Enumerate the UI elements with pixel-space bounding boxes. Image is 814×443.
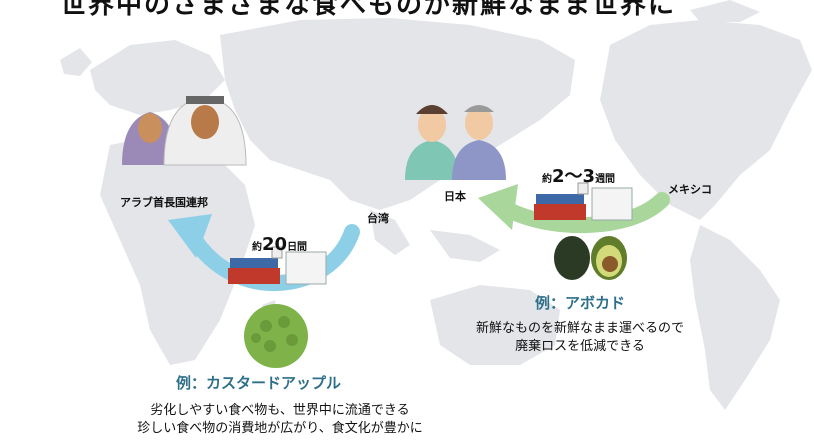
duration-route1-unit: 日間 xyxy=(287,242,308,253)
custard-apple-icon xyxy=(244,304,308,368)
avocado-note-line1: 新鮮なものを新鮮なまま運べるので xyxy=(475,321,684,336)
label-uae: アラブ首長国連邦 xyxy=(120,196,208,209)
uae-people-illustration xyxy=(122,96,247,166)
label-mexico: メキシコ xyxy=(668,183,712,196)
title-text: 世界中のさまざまな食べものが新鮮なまま世界に xyxy=(60,0,677,20)
custard-note-line2: 珍しい食べ物の消費地が広がり、食文化が豊かに xyxy=(137,421,423,436)
avocado-icon xyxy=(554,236,627,280)
example-custard-label: 例：カスタードアップル xyxy=(176,374,342,392)
container-ship-icon xyxy=(228,246,327,285)
container-ship-icon-2 xyxy=(534,182,633,221)
avocado-note: 新鮮なものを新鮮なまま運べるので 廃棄ロスを低減できる xyxy=(470,320,690,356)
avocado-note-line2: 廃棄ロスを低減できる xyxy=(515,339,645,354)
example-avocado-label: 例：アボカド xyxy=(535,294,626,312)
duration-route1: 約20日間 xyxy=(252,234,307,255)
label-japan: 日本 xyxy=(444,190,466,203)
custard-note-line1: 劣化しやすい食べ物も、世界中に流通できる xyxy=(150,403,410,418)
custard-note: 劣化しやすい食べ物も、世界中に流通できる 珍しい食べ物の消費地が広がり、食文化が… xyxy=(130,402,430,438)
japan-people-illustration xyxy=(405,105,506,180)
duration-route1-prefix: 約 xyxy=(252,242,262,253)
label-taiwan: 台湾 xyxy=(367,212,389,225)
duration-route2: 約2〜3週間 xyxy=(542,162,615,188)
duration-route2-unit: 週間 xyxy=(595,174,616,185)
duration-route1-number: 20 xyxy=(262,234,288,255)
duration-route2-number: 2〜3 xyxy=(552,166,596,187)
duration-route2-prefix: 約 xyxy=(542,174,552,185)
